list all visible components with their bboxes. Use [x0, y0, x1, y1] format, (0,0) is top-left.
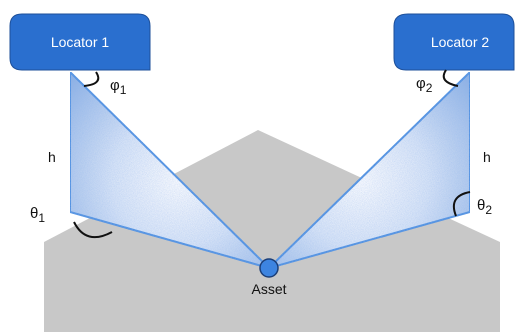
locator-1-beam	[69, 71, 270, 269]
locator-1-label: Locator 1	[51, 34, 110, 50]
phi-2-subscript: 2	[426, 81, 433, 95]
locator-2-box	[393, 13, 515, 71]
locator-2-beam	[268, 71, 471, 269]
theta-1-subscript: 1	[38, 211, 45, 225]
theta-1-arc	[73, 221, 113, 239]
theta-2-subscript: 2	[485, 203, 492, 217]
theta-2-symbol: θ	[477, 197, 485, 214]
phi-1-symbol: φ	[110, 77, 120, 94]
locator-1-height-label: h	[48, 149, 56, 165]
phi-1-subscript: 1	[120, 83, 127, 97]
locator-2: Locator 2	[393, 13, 515, 71]
phi-1-label: φ1	[110, 77, 127, 97]
theta-1-symbol: θ	[30, 205, 38, 222]
asset-label: Asset	[251, 281, 286, 297]
phi-2-label: φ2	[416, 75, 433, 95]
theta-2-arc	[452, 191, 471, 217]
phi-2-symbol: φ	[416, 75, 426, 92]
locator-1: Locator 1	[9, 13, 151, 71]
phi-1-arc	[83, 71, 100, 87]
theta-1-label: θ1	[30, 205, 45, 225]
locator-1-box	[9, 13, 151, 71]
theta-2-label: θ2	[477, 197, 492, 217]
locator-2-label: Locator 2	[431, 34, 490, 50]
locator-2-height-label: h	[483, 149, 491, 165]
phi-2-arc	[442, 69, 459, 87]
floor-shape	[44, 130, 500, 332]
asset-marker	[259, 258, 279, 278]
